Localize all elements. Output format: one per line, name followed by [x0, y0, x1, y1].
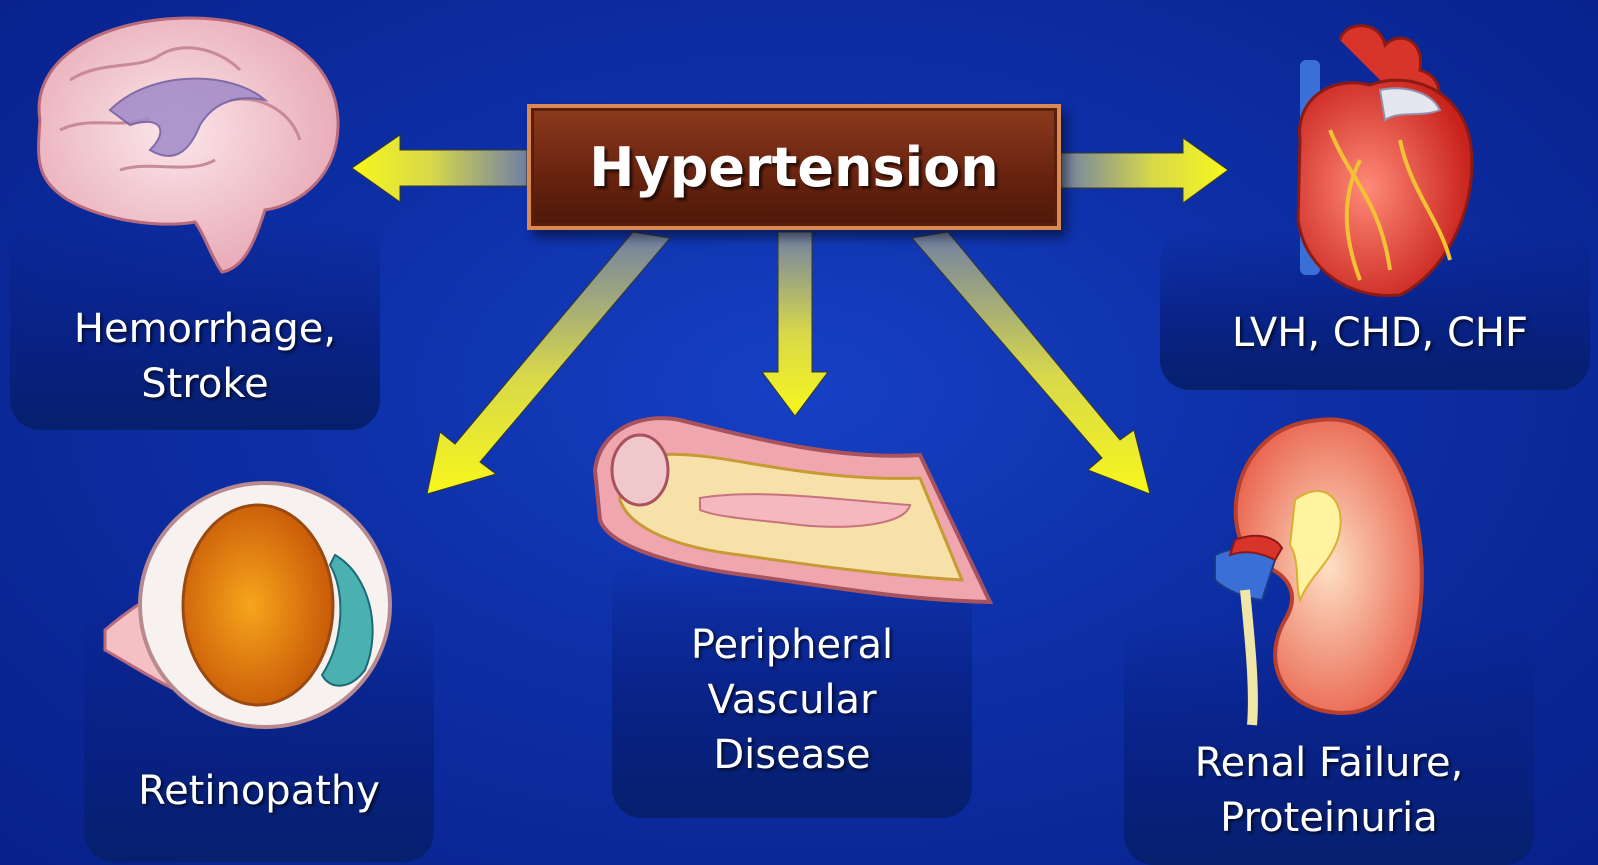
- heart-label-line1: LVH, CHD, CHF: [1185, 306, 1575, 361]
- arrow-to-brain: [352, 135, 527, 202]
- arrow-to-heart: [1061, 138, 1228, 203]
- hypertension-box: Hypertension: [527, 104, 1061, 230]
- brain-icon: [39, 18, 339, 272]
- brain-label: Hemorrhage, Stroke: [20, 302, 390, 412]
- hypertension-label: Hypertension: [589, 136, 998, 199]
- kidney-label: Renal Failure, Proteinuria: [1124, 736, 1534, 846]
- brain-label-line2: Stroke: [20, 357, 390, 412]
- vessel-label-line3: Disease: [612, 728, 972, 783]
- heart-label: LVH, CHD, CHF: [1185, 306, 1575, 361]
- kidney-label-line1: Renal Failure,: [1124, 736, 1534, 791]
- eye-label: Retinopathy: [84, 764, 434, 819]
- arrow-to-kidney: [912, 232, 1150, 494]
- artery-icon: [595, 418, 990, 602]
- kidney-label-line2: Proteinuria: [1124, 791, 1534, 846]
- arrow-to-vessel: [762, 232, 828, 416]
- vessel-label-line1: Peripheral: [612, 618, 972, 673]
- eye-label-line1: Retinopathy: [84, 764, 434, 819]
- kidney-icon: [1215, 419, 1422, 725]
- eye-icon: [105, 483, 390, 727]
- heart-icon: [1298, 26, 1472, 296]
- vessel-label: Peripheral Vascular Disease: [612, 618, 972, 783]
- vessel-label-line2: Vascular: [612, 673, 972, 728]
- brain-label-line1: Hemorrhage,: [20, 302, 390, 357]
